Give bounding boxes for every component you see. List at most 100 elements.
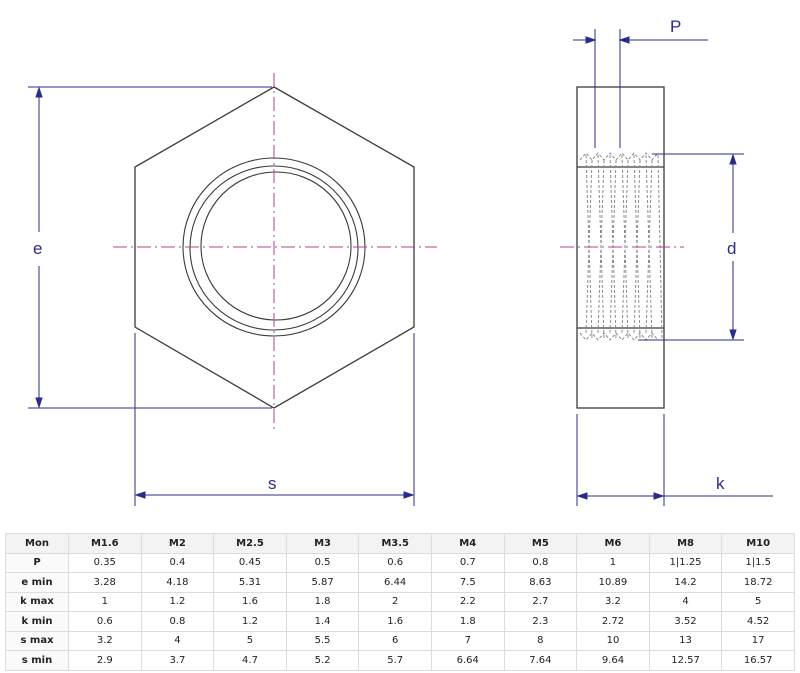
- row-label: k min: [5, 611, 69, 632]
- column-header: M3: [285, 533, 360, 554]
- table-cell: 1|1.25: [648, 552, 723, 573]
- table-cell: 2.3: [503, 611, 578, 632]
- table-cell: 0.7: [430, 552, 505, 573]
- dimension-s: [134, 333, 415, 506]
- label-k: k: [716, 474, 725, 493]
- label-s: s: [268, 474, 277, 493]
- hexagon-outline: [134, 86, 415, 409]
- table-cell: 2.7: [503, 591, 578, 612]
- hex-nut-technical-drawing: e s: [28, 17, 773, 506]
- column-header: M3.5: [358, 533, 432, 554]
- table-cell: 3.28: [68, 572, 142, 593]
- table-cell: 1: [68, 591, 142, 612]
- table-cell: 0.8: [140, 611, 215, 632]
- table-cell: 9.64: [576, 650, 650, 671]
- table-cell: 5.2: [285, 650, 360, 671]
- table-cell: 17: [721, 630, 795, 651]
- dimension-d: [638, 153, 744, 341]
- table-cell: 12.57: [648, 650, 723, 671]
- table-cell: 7: [430, 630, 505, 651]
- front-view: e s: [28, 73, 437, 506]
- column-header: M10: [721, 533, 795, 554]
- table-cell: 18.72: [721, 572, 795, 593]
- table-cell: 1|1.5: [721, 552, 795, 573]
- table-cell: 1.8: [285, 591, 360, 612]
- column-header: Mon: [5, 533, 69, 554]
- row-label: s min: [5, 650, 69, 671]
- column-header: M8: [648, 533, 723, 554]
- table-row-s-min: s min 2.9 3.7 4.7 5.2 5.7 6.64 7.64 9.64…: [5, 650, 795, 671]
- dimension-k: [576, 414, 773, 506]
- table-cell: 16.57: [721, 650, 795, 671]
- column-header: M1.6: [68, 533, 142, 554]
- table-cell: 4: [648, 591, 723, 612]
- table-cell: 3.2: [576, 591, 650, 612]
- table-cell: 2.9: [68, 650, 142, 671]
- row-label: k max: [5, 591, 69, 612]
- table-cell: 1.8: [430, 611, 505, 632]
- table-cell: 1.6: [213, 591, 287, 612]
- nut-dimensions-table: Mon M1.6 M2 M2.5 M3 M3.5 M4 M5 M6 M8 M10…: [5, 533, 795, 671]
- table-cell: 0.5: [285, 552, 360, 573]
- table-cell: 14.2: [648, 572, 723, 593]
- table-cell: 6.64: [430, 650, 505, 671]
- table-cell: 4: [140, 630, 215, 651]
- table-cell: 3.52: [648, 611, 723, 632]
- table-cell: 8: [503, 630, 578, 651]
- table-cell: 2.2: [430, 591, 505, 612]
- row-label: s max: [5, 630, 69, 651]
- table-cell: 10.89: [576, 572, 650, 593]
- table-cell: 5: [213, 630, 287, 651]
- table-cell: 2: [358, 591, 432, 612]
- table-cell: 1.2: [213, 611, 287, 632]
- table-cell: 0.45: [213, 552, 287, 573]
- table-cell: 5.31: [213, 572, 287, 593]
- column-header: M4: [430, 533, 505, 554]
- table-cell: 13: [648, 630, 723, 651]
- table-row-k-min: k min 0.6 0.8 1.2 1.4 1.6 1.8 2.3 2.72 3…: [5, 611, 795, 632]
- table-row-p: P 0.35 0.4 0.45 0.5 0.6 0.7 0.8 1 1|1.25…: [5, 552, 795, 573]
- centerlines: [113, 73, 437, 430]
- table-cell: 4.18: [140, 572, 215, 593]
- label-p: P: [670, 17, 681, 36]
- column-header: M2: [140, 533, 215, 554]
- table-cell: 1.2: [140, 591, 215, 612]
- table-cell: 10: [576, 630, 650, 651]
- table-row-k-max: k max 1 1.2 1.6 1.8 2 2.2 2.7 3.2 4 5: [5, 591, 795, 612]
- table-cell: 1: [576, 552, 650, 573]
- table-cell: 0.35: [68, 552, 142, 573]
- table-cell: 3.2: [68, 630, 142, 651]
- dimension-p: [573, 29, 708, 148]
- table-row-e-min: e min 3.28 4.18 5.31 5.87 6.44 7.5 8.63 …: [5, 572, 795, 593]
- table-cell: 5.5: [285, 630, 360, 651]
- table-cell: 7.5: [430, 572, 505, 593]
- row-label: e min: [5, 572, 69, 593]
- table-cell: 7.64: [503, 650, 578, 671]
- column-header: M2.5: [213, 533, 287, 554]
- table-cell: 0.4: [140, 552, 215, 573]
- table-cell: 6: [358, 630, 432, 651]
- label-d: d: [727, 239, 736, 258]
- table-cell: 0.6: [68, 611, 142, 632]
- table-cell: 6.44: [358, 572, 432, 593]
- table-cell: 1.4: [285, 611, 360, 632]
- table-row-s-max: s max 3.2 4 5 5.5 6 7 8 10 13 17: [5, 630, 795, 651]
- dimension-e: [28, 86, 272, 409]
- table-cell: 4.52: [721, 611, 795, 632]
- table-cell: 5.87: [285, 572, 360, 593]
- table-cell: 0.6: [358, 552, 432, 573]
- table-cell: 1.6: [358, 611, 432, 632]
- table-cell: 0.8: [503, 552, 578, 573]
- table-cell: 5: [721, 591, 795, 612]
- table-cell: 8.63: [503, 572, 578, 593]
- side-view: P d k: [560, 17, 773, 506]
- table-cell: 4.7: [213, 650, 287, 671]
- label-e: e: [33, 239, 42, 258]
- row-label: P: [5, 552, 69, 573]
- column-header: M5: [503, 533, 578, 554]
- column-header: M6: [576, 533, 650, 554]
- table-cell: 3.7: [140, 650, 215, 671]
- table-cell: 5.7: [358, 650, 432, 671]
- table-header-row: Mon M1.6 M2 M2.5 M3 M3.5 M4 M5 M6 M8 M10: [5, 533, 795, 554]
- table-cell: 2.72: [576, 611, 650, 632]
